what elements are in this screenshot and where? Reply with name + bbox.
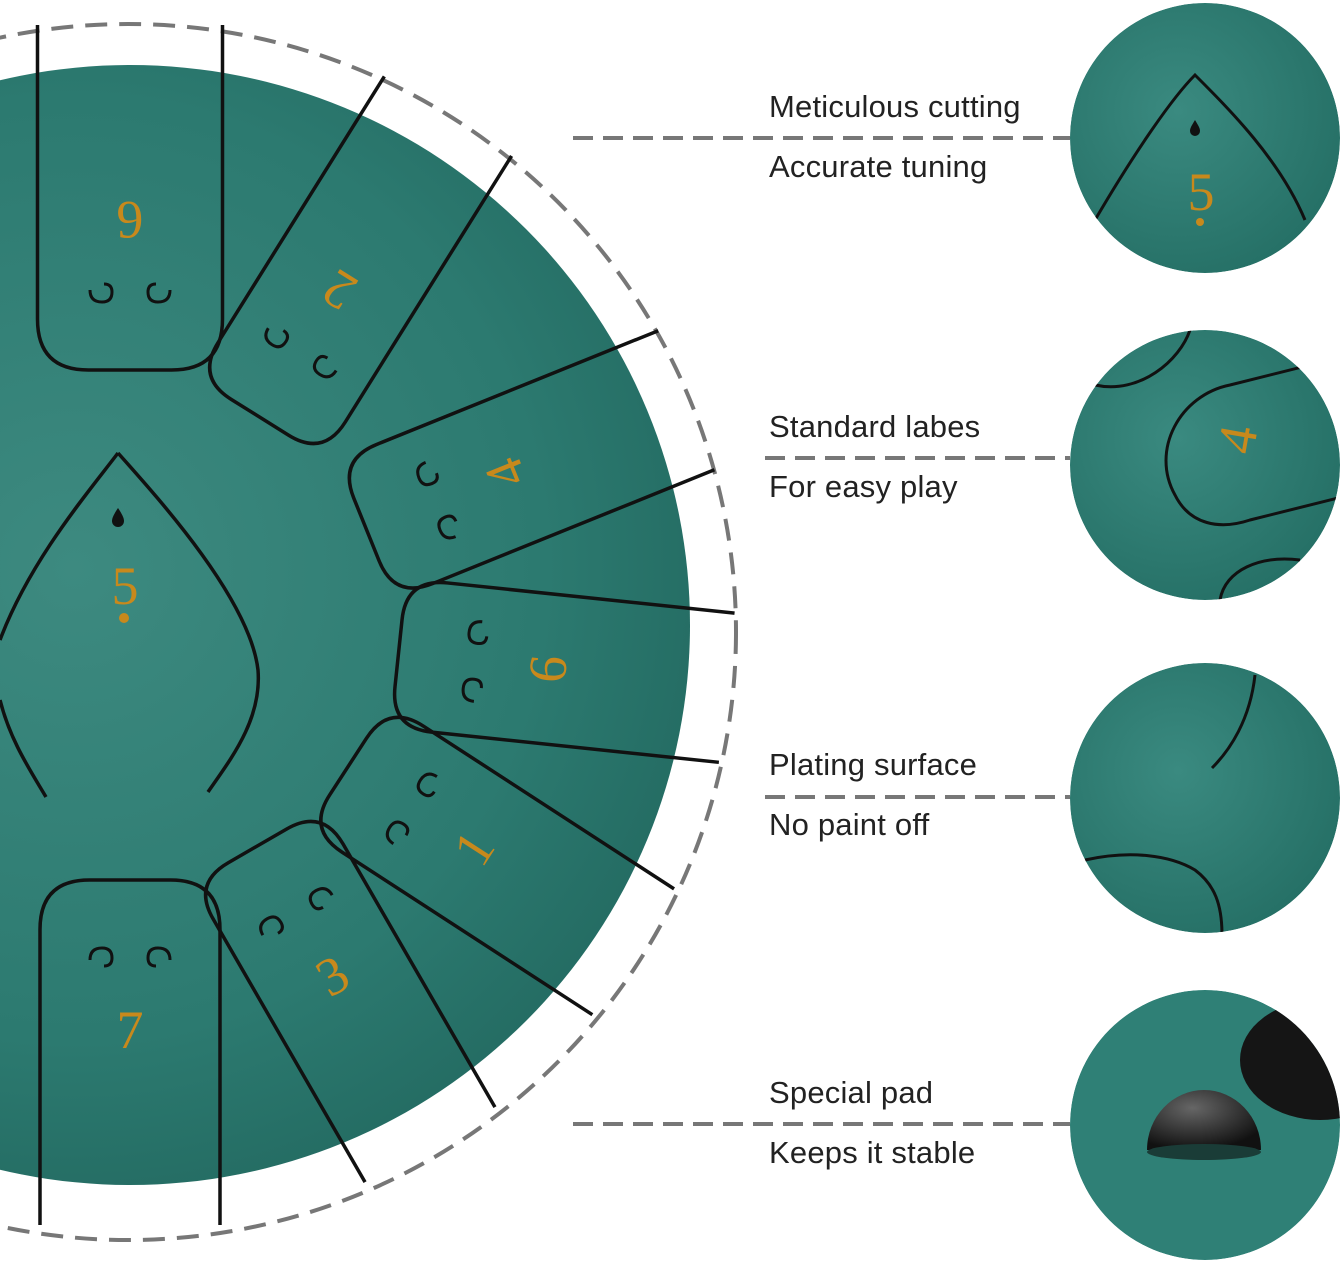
feature-subtitle: Accurate tuning (769, 149, 988, 184)
center-tongue (0, 451, 261, 798)
tongue-note: 6 (516, 652, 578, 685)
swirl-mark (385, 772, 438, 845)
swirl-mark (88, 946, 172, 968)
feature-title: Meticulous cutting (769, 89, 1021, 124)
swirl-mark (461, 620, 489, 703)
tongue: 2 (208, 75, 514, 446)
tongue-note: 7 (117, 1000, 144, 1060)
center-note: 5 (112, 556, 139, 616)
svg-text:5: 5 (1188, 162, 1215, 222)
pad-disc (1240, 1000, 1340, 1120)
tongue: 6 (392, 580, 735, 765)
feature-subtitle: Keeps it stable (769, 1135, 976, 1170)
tongue-note: 6 (117, 190, 144, 250)
feature-title: Special pad (769, 1075, 934, 1110)
detail-labels: 4 (1070, 330, 1340, 600)
detail-pad (1070, 990, 1340, 1260)
swirl-mark (259, 887, 334, 936)
detail-surface (1070, 663, 1340, 933)
feature-subtitle: For easy play (769, 469, 958, 504)
tongue: 7 (38, 878, 222, 1225)
detail-cutting: 5 (1070, 3, 1340, 273)
feature-title: Standard labes (769, 409, 981, 444)
dashed-outline (0, 22, 738, 1242)
swirl-mark (264, 327, 338, 379)
pad-dome (1147, 1090, 1261, 1150)
feature-subtitle: No paint off (769, 807, 930, 842)
swirl-mark (416, 461, 458, 540)
feature-title: Plating surface (769, 747, 978, 782)
swirl-mark (88, 282, 172, 304)
